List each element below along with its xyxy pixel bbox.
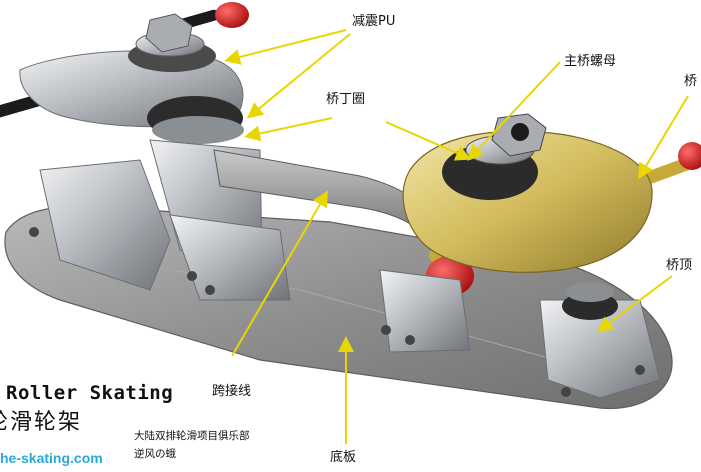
website-url: he-skating.com (0, 450, 103, 466)
club-name: 大陆双排轮滑项目俱乐部 (134, 430, 250, 442)
right-plate-mount (539, 299, 661, 399)
brand-title-en: Roller Skating (6, 382, 174, 404)
label-kingpin-nut: 主桥螺母 (564, 54, 617, 69)
arrow-crossbar (231, 190, 329, 357)
label-washer: 桥丁圈 (326, 92, 366, 107)
arrow-washer-right (385, 121, 472, 161)
label-base-plate: 底板 (330, 450, 357, 465)
label-pivot-cup: 桥顶 (666, 258, 693, 273)
left-axle-red-cap (215, 2, 249, 28)
arrow-cushion-2 (246, 33, 351, 119)
arrow-washer-left (244, 117, 333, 142)
right-axle-red-cap-back (678, 142, 701, 170)
annotation-arrows (224, 29, 689, 444)
arrow-cushion-1 (224, 29, 347, 65)
brand-title-cn: 轮滑轮架 (0, 410, 83, 435)
arrow-truck (637, 95, 689, 180)
arrow-kingpin-nut (467, 61, 561, 161)
label-truck: 桥 (684, 74, 698, 89)
left-plate-mount (39, 159, 171, 291)
arrow-pivot-cup (596, 275, 673, 333)
author-name: 逆风の蛾 (134, 448, 176, 460)
label-cushion: 减震PU (352, 14, 396, 29)
label-crossbar: 跨接线 (212, 384, 252, 399)
